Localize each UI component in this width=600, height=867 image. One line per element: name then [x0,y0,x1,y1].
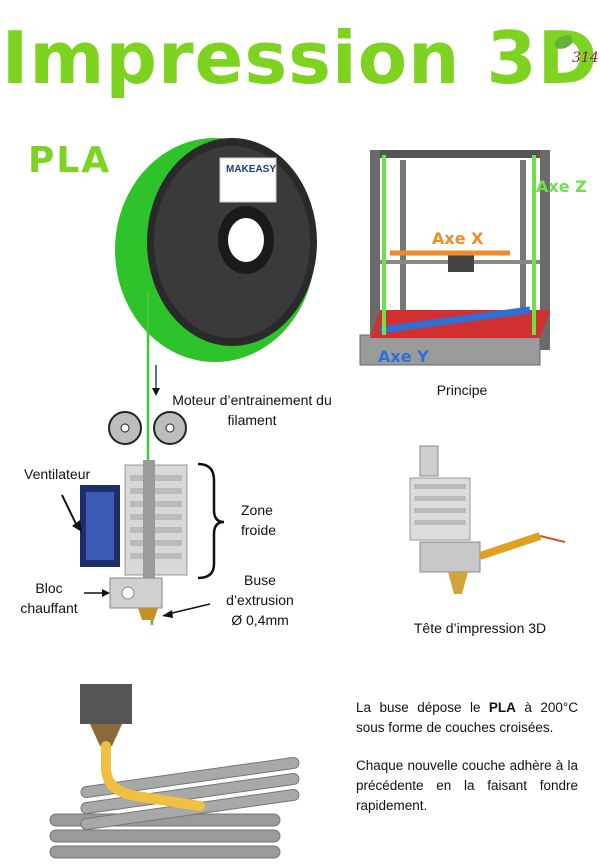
page-title: Impression 3D [1,16,599,100]
axis-y-label: Axe Y [378,347,429,366]
printer-diagram: Axe X Axe Y Axe Z [359,150,587,366]
axis-x-label: Axe X [432,229,484,248]
leaf-logo-icon [552,30,592,56]
spool-extruder-diagram: MAKEASY [61,138,317,626]
description: La buse dépose le PLA à 200°C sous forme… [356,698,578,834]
printer-frame-icon [359,150,550,366]
description-paragraph-1: La buse dépose le PLA à 200°C sous forme… [356,698,578,738]
nozzle-diameter: Ø 0,4mm [231,612,289,628]
material-label: PLA [28,140,112,181]
cold-zone-label: Zone froide [241,502,277,538]
desc-p1-bold: PLA [488,700,516,715]
nozzle-label: Buse d’extrusion Ø 0,4mm [212,570,308,630]
fan-label: Ventilateur [24,466,91,482]
desc-p1-suffix: à 200°C sous forme de couches croisées. [356,700,578,735]
heatsink-icon [80,460,188,580]
spool-brand: MAKEASY [226,164,276,175]
nozzle-label-text: Buse d’extrusion [226,572,294,608]
heater-label: Bloc chauffant [20,580,78,616]
filament-spool-icon [115,138,317,362]
description-paragraph-2: Chaque nouvelle couche adhère à la précé… [356,758,578,813]
logo-number: 314 [572,50,599,66]
axis-z-label: Axe Z [536,177,587,196]
desc-p1-prefix: La buse dépose le [356,700,489,715]
layers-illustration [49,684,300,859]
nozzle-icon [138,608,158,620]
motor-label: Moteur d’entrainement du filament [172,392,332,428]
drive-gears-icon [108,411,187,445]
print-head-icon [409,445,566,594]
heater-block-icon [109,577,163,609]
print-head-caption: Tête d’impression 3D [413,620,547,636]
printer-caption: Principe [436,382,488,398]
